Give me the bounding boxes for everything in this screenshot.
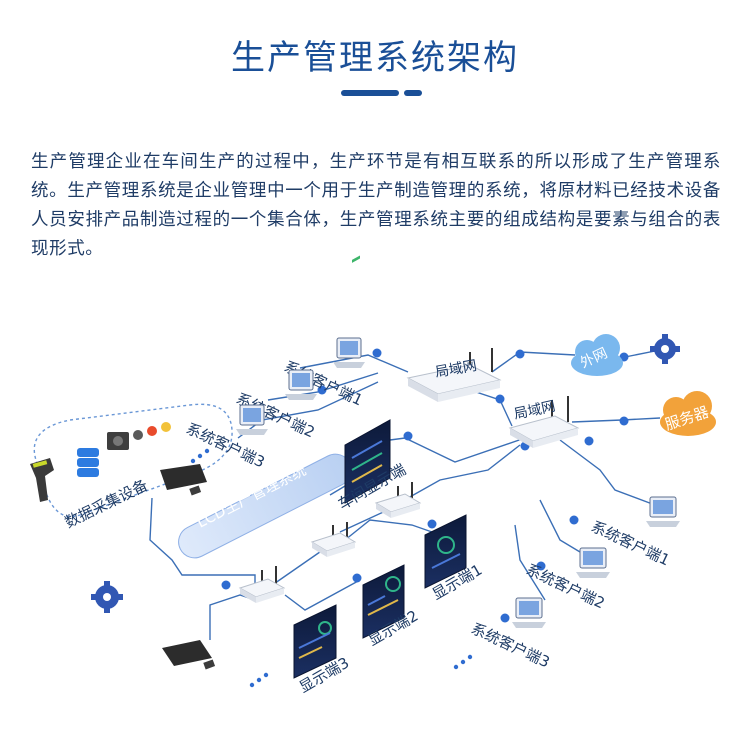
gear-icon-left xyxy=(91,581,123,613)
barcode-scanner-icon xyxy=(30,458,54,502)
cloud-icon xyxy=(571,334,623,376)
ellipsis-dots xyxy=(190,448,473,688)
data-stack-icon xyxy=(77,448,99,477)
display-3: 显示端3 xyxy=(293,604,352,696)
router-mid: 局域网 xyxy=(508,396,580,448)
intro-paragraph: 生产管理企业在车间生产的过程中，生产环节是有相互联系的所以形成了生产管理系统。生… xyxy=(31,152,721,259)
display-1: 显示端1 xyxy=(424,514,485,603)
router-top: 局域网 xyxy=(406,348,502,402)
display-2: 显示端2 xyxy=(362,564,421,649)
title-underline-long xyxy=(341,90,399,96)
signal-buttons-icon xyxy=(133,422,171,440)
left-client-3-label: 系统客户端3 xyxy=(183,419,267,471)
lan-top-label: 局域网 xyxy=(434,358,478,381)
right-client-3: 系统客户端3 xyxy=(468,597,553,671)
router-chain-2 xyxy=(310,522,357,557)
keyboard-icon xyxy=(160,464,207,496)
router-chain-1 xyxy=(374,482,422,518)
server-cloud: 服务器 xyxy=(660,391,716,436)
router-chain-3 xyxy=(238,566,286,603)
page-title: 生产管理系统架构 xyxy=(231,38,519,78)
camera-icon xyxy=(107,432,129,450)
internet-cloud: 外网 xyxy=(571,334,623,376)
data-collection-label: 数据采集设备 xyxy=(62,476,151,532)
left-client-3: 系统客户端3 xyxy=(183,404,268,471)
gear-icon xyxy=(650,334,680,364)
keyboard-bottom-icon xyxy=(162,640,216,670)
title-underline-short xyxy=(404,90,422,96)
server-cloud-icon xyxy=(660,391,716,436)
